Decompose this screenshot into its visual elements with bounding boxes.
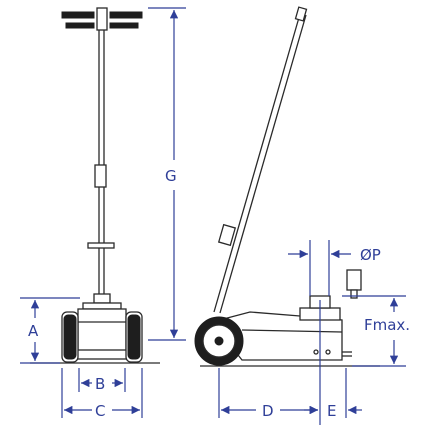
side-chassis: [210, 311, 352, 361]
handle-grips: [61, 7, 143, 31]
label-b: B: [95, 375, 105, 393]
front-body: [73, 308, 131, 360]
handle-shaft: [87, 30, 115, 295]
label-fmax: Fmax.: [364, 316, 410, 334]
label-a: A: [28, 322, 39, 340]
dimension-fmax: Fmax.: [342, 295, 410, 367]
dimension-e: E: [304, 368, 362, 420]
label-e: E: [327, 402, 336, 420]
dimension-g: G: [148, 7, 186, 341]
side-handle: [213, 6, 308, 314]
side-wheel: [194, 316, 244, 366]
front-view-jack: [30, 7, 160, 364]
dimension-p: ØP: [288, 240, 381, 296]
dimension-a: A: [20, 297, 80, 364]
dimension-c: C: [61, 368, 143, 420]
label-c: C: [95, 402, 105, 420]
label-p: ØP: [360, 246, 381, 264]
label-d: D: [262, 402, 274, 420]
front-wheels: [61, 311, 143, 363]
extension-adapter: [346, 269, 362, 299]
dimension-d: D: [218, 300, 321, 425]
label-g: G: [165, 167, 177, 185]
dimension-b: B: [78, 368, 126, 393]
side-view-jack: [194, 6, 380, 367]
front-saddle: [82, 293, 122, 310]
